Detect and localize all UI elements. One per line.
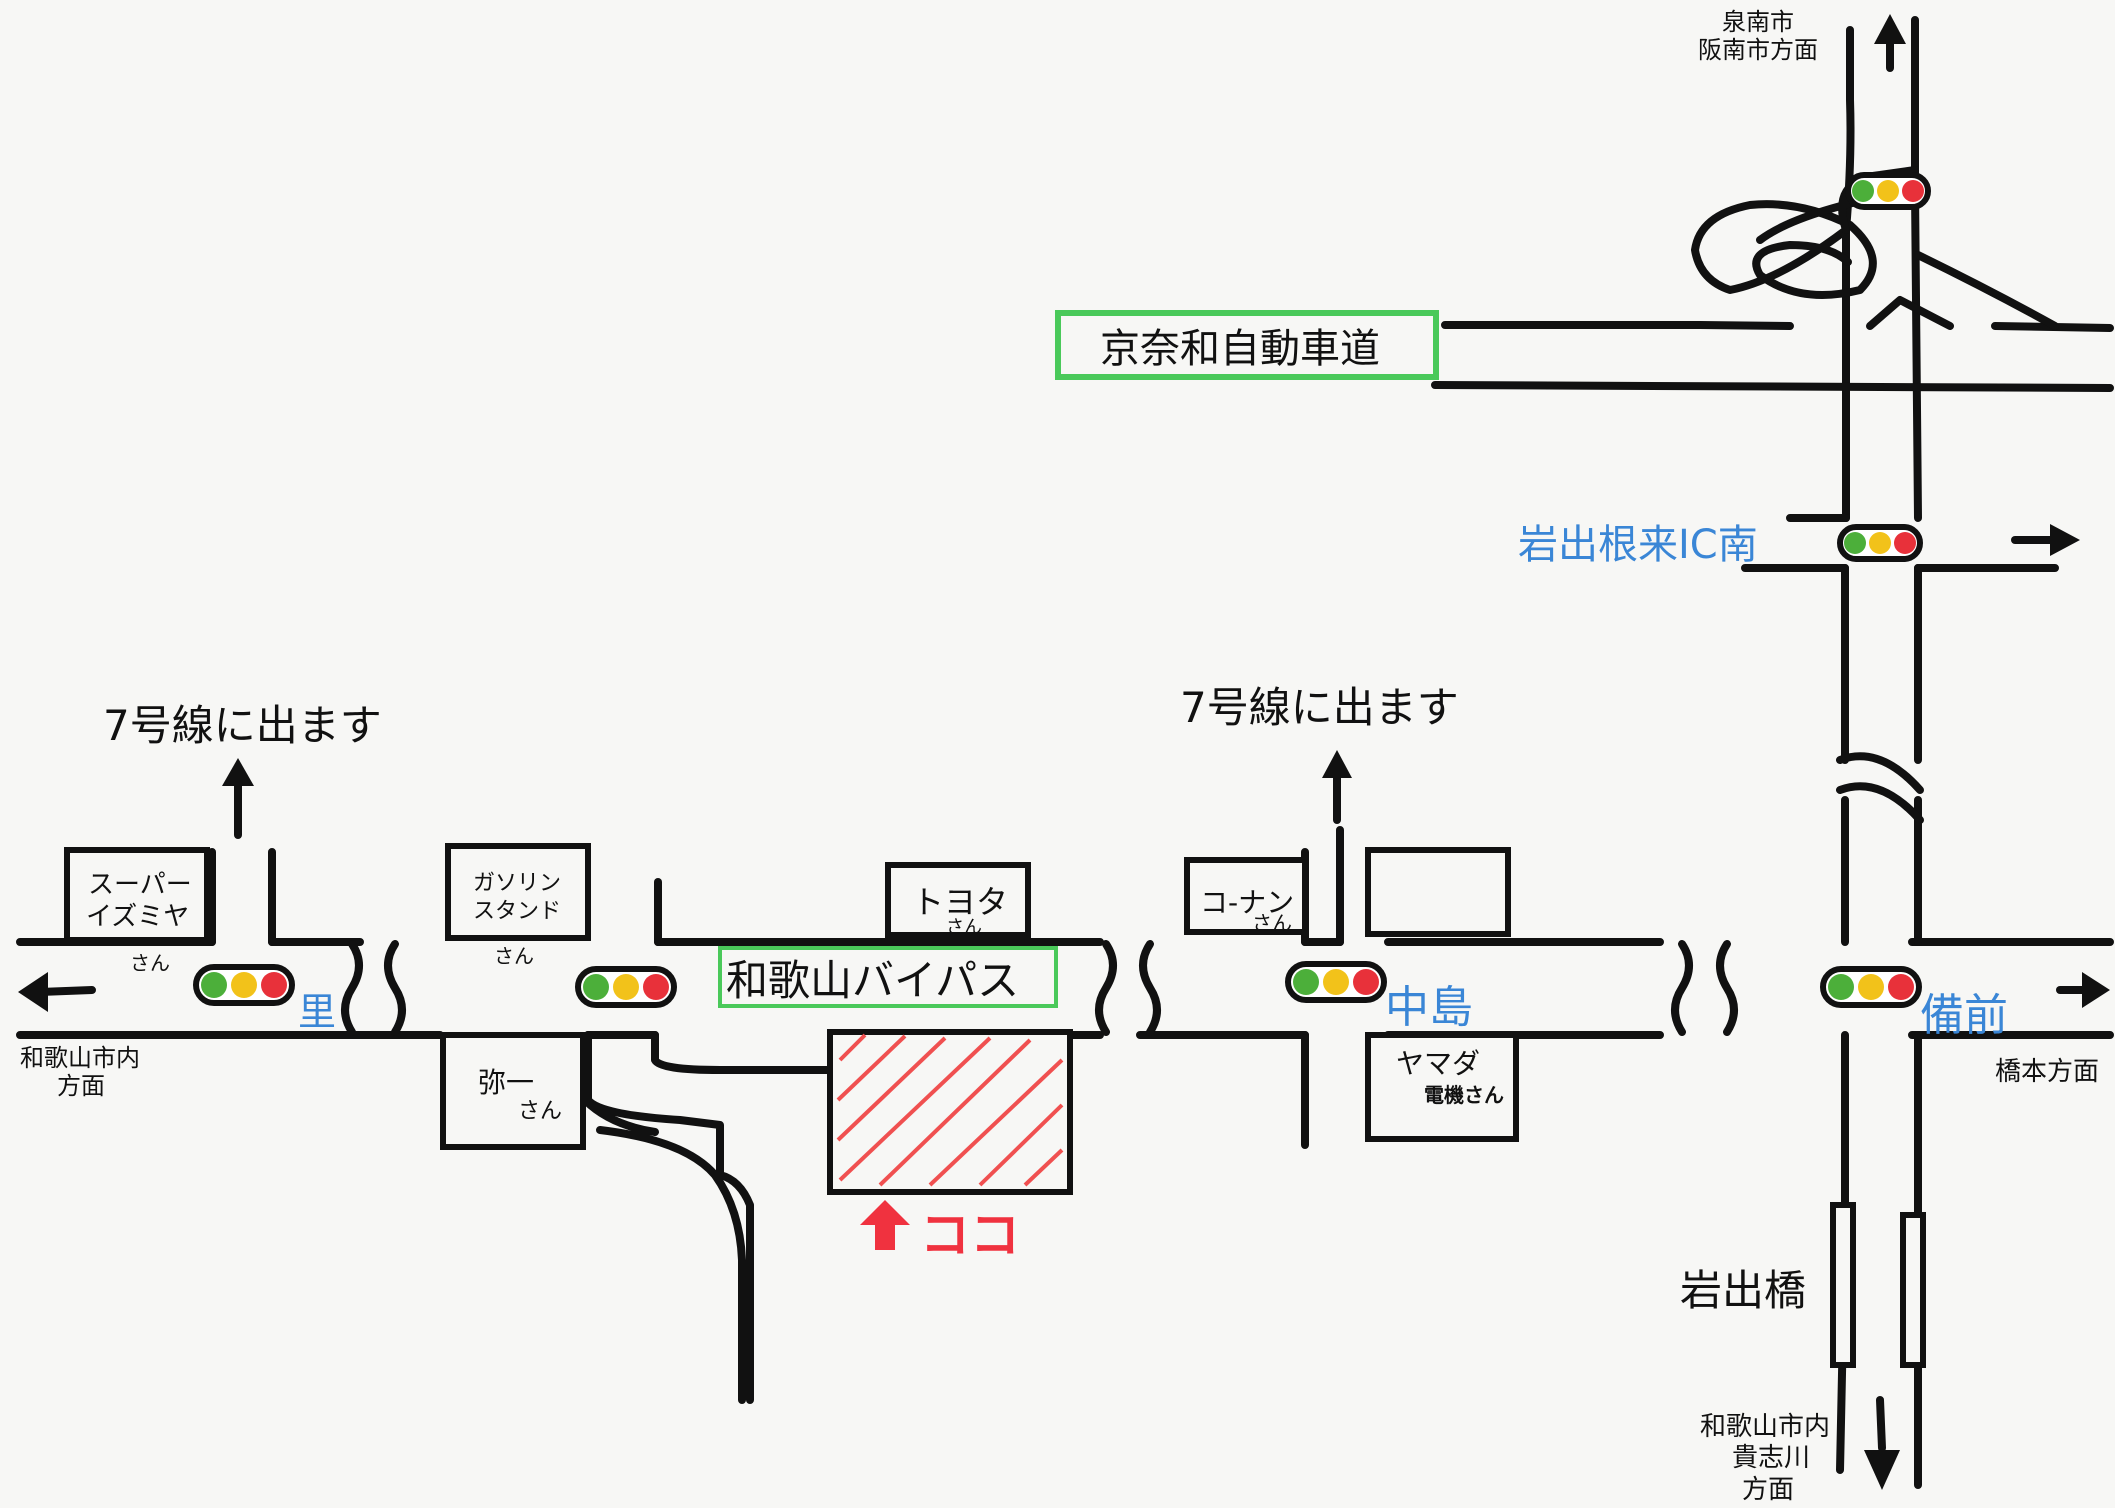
expressway-label: 京奈和自動車道 — [1100, 326, 1380, 372]
expressway-north-edge — [1441, 321, 2114, 332]
signal-second — [575, 966, 677, 1008]
shop-izumiya-line1: スーパー — [88, 870, 192, 900]
target-building — [827, 1029, 1073, 1195]
shop-gasoline-line2: スタンド — [473, 899, 561, 924]
dest-north-line1: 泉南市 — [1722, 8, 1794, 36]
second-intersection-curve — [581, 1031, 754, 1404]
place-bizen-label: 備前 — [1920, 990, 2008, 1041]
shop-yamada-line2: 電機さん — [1424, 1083, 1504, 1107]
bridge-rail-right — [1900, 1212, 1926, 1368]
shop-yaichi-name: 弥一 — [478, 1066, 534, 1099]
arrow-north-top — [1874, 14, 1906, 72]
road-break-1 — [341, 940, 363, 1036]
shop-toyota-suffix: さん — [946, 917, 982, 938]
signal-bizen — [1820, 966, 1922, 1008]
road-break-5 — [1671, 940, 1693, 1036]
shop-toyota-name: トヨタ — [912, 883, 1008, 921]
shop-yamada-line1: ヤマダ — [1396, 1047, 1480, 1080]
dest-south-line2: 貴志川 — [1732, 1443, 1810, 1473]
shop-gasoline-suffix: さん — [494, 944, 534, 968]
signal-ic-south — [1837, 524, 1923, 562]
second-intersection-side-road — [651, 1031, 834, 1074]
arrow-south — [1864, 1396, 1900, 1490]
signal-interchange — [1845, 172, 1931, 210]
signal-nakajima — [1285, 961, 1387, 1003]
dest-east-label: 橋本方面 — [1995, 1057, 2099, 1087]
traffic-signals — [193, 172, 1931, 1008]
here-label: ココ — [920, 1206, 1020, 1264]
dest-west-line2: 方面 — [57, 1072, 105, 1100]
building-unnamed-middle — [1365, 847, 1511, 937]
ic-south-road — [1741, 514, 2059, 572]
building-yaichi — [440, 1032, 586, 1150]
road-break-2 — [384, 940, 406, 1036]
shop-izumiya-suffix: さん — [130, 951, 170, 975]
exit-7-left-label: 7号線に出ます — [103, 701, 382, 750]
left-side-road — [208, 848, 276, 946]
expressway-south-edge — [1431, 381, 2114, 392]
shop-gasoline-line1: ガソリン — [473, 871, 561, 896]
arrow-east-ic — [2011, 524, 2080, 556]
road-break-3 — [1095, 940, 1117, 1036]
shop-izumiya-line2: イズミヤ — [86, 902, 189, 932]
place-sato-label: 里 — [298, 990, 336, 1034]
dest-west-line1: 和歌山市内 — [20, 1044, 140, 1072]
bypass-label-frame — [718, 946, 1058, 1008]
shop-konan-suffix: さん — [1252, 911, 1292, 935]
dest-north-line2: 阪南市方面 — [1698, 36, 1818, 64]
signal-left — [193, 964, 295, 1006]
shop-konan-name: コ-ナン — [1200, 886, 1294, 919]
dest-south-line1: 和歌山市内 — [1700, 1412, 1830, 1442]
shop-yaichi-suffix: さん — [518, 1099, 562, 1124]
bridge-rail-left — [1830, 1202, 1856, 1368]
road-break-6 — [1716, 940, 1738, 1036]
building-toyota — [885, 862, 1031, 938]
road-break-4 — [1139, 940, 1161, 1036]
bridge-label: 岩出橋 — [1680, 1266, 1806, 1315]
dest-south-line3: 方面 — [1742, 1475, 1794, 1505]
arrow-west — [18, 972, 96, 1012]
bypass-label: 和歌山バイパス — [726, 956, 1019, 1005]
here-arrow — [860, 1200, 910, 1250]
direction-arrows — [18, 14, 2110, 1490]
building-konan — [1184, 857, 1308, 935]
expressway-label-frame — [1055, 310, 1439, 380]
place-nakajima-label: 中島 — [1385, 982, 1473, 1033]
arrow-north-middle — [1322, 750, 1352, 824]
arrow-north-left — [222, 758, 254, 839]
building-yamada — [1365, 1032, 1519, 1142]
buildings — [64, 843, 1519, 1195]
building-gasoline — [445, 843, 591, 941]
labels: 京奈和自動車道 和歌山バイパス 7号線に出ます 7号線に出ます 里 中島 備前 … — [20, 8, 2099, 1505]
north-road-break — [1836, 752, 1924, 824]
arrow-east — [2056, 972, 2110, 1008]
place-iwade-ic-label: 岩出根来IC南 — [1518, 522, 1758, 568]
exit-7-right-label: 7号線に出ます — [1180, 683, 1459, 732]
road-lines — [16, 16, 2114, 1489]
building-izumiya — [64, 847, 210, 943]
